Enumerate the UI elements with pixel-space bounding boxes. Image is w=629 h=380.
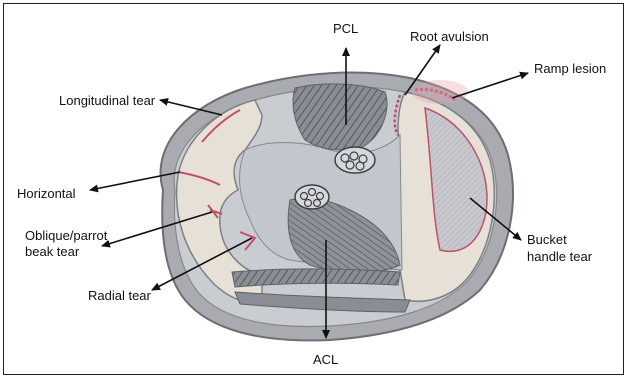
label-acl: ACL: [313, 352, 338, 367]
label-oblique-tear-line1: Oblique/parrot: [25, 228, 107, 243]
ramp-lesion-glow: [412, 80, 468, 104]
label-root-avulsion: Root avulsion: [410, 29, 489, 44]
label-radial-tear: Radial tear: [88, 288, 151, 303]
label-ramp-lesion: Ramp lesion: [534, 61, 606, 76]
label-oblique-tear-line2: beak tear: [25, 244, 79, 259]
label-longitudinal-tear: Longitudinal tear: [59, 93, 155, 108]
label-horizontal: Horizontal: [17, 186, 76, 201]
label-pcl: PCL: [333, 21, 358, 36]
label-bucket-handle-line1: Bucket: [527, 232, 567, 247]
label-bucket-handle-line2: handle tear: [527, 249, 592, 264]
